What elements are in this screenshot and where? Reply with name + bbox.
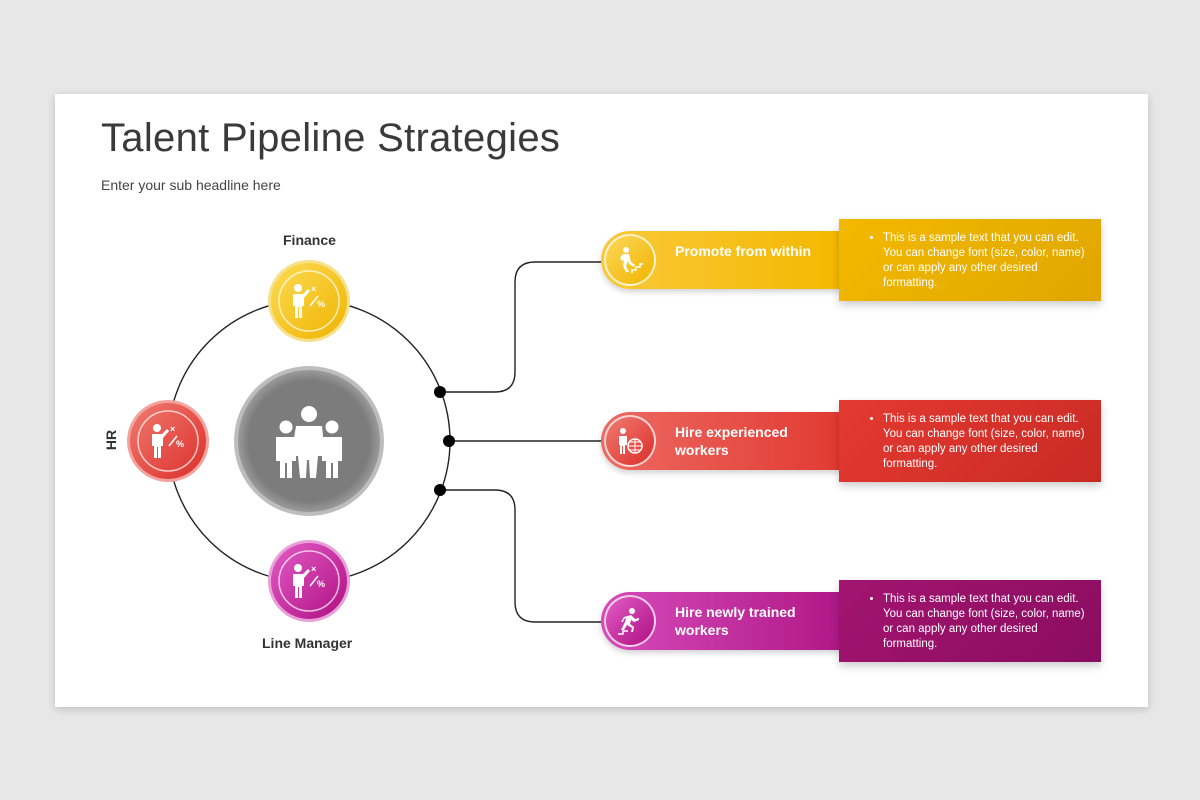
connector-dot-1	[434, 386, 446, 398]
strategy-pill-experienced: Hire experienced workers	[601, 412, 841, 470]
strategy-icon-circle	[604, 595, 656, 647]
hr-node: × %	[127, 400, 209, 482]
svg-text:%: %	[317, 299, 325, 309]
strategy-description-box: This is a sample text that you can edit.…	[839, 580, 1101, 662]
strategy-title: Hire experienced workers	[675, 424, 788, 458]
strategy-pill-newly-trained: Hire newly trained workers	[601, 592, 841, 650]
strategy-description: This is a sample text that you can edit.…	[883, 231, 1093, 291]
node-label-finance: Finance	[283, 232, 336, 248]
node-label-hr: HR	[103, 429, 120, 451]
connector-dot-3	[434, 484, 446, 496]
presenter-strategy-icon: × %	[293, 284, 325, 318]
svg-text:%: %	[317, 579, 325, 589]
slide: Talent Pipeline Strategies Enter your su…	[55, 94, 1148, 707]
connector-dot-2	[443, 435, 455, 447]
finance-node: × %	[268, 260, 350, 342]
strategy-title: Promote from within	[675, 243, 812, 259]
strategy-description: This is a sample text that you can edit.…	[883, 412, 1093, 472]
page-subtitle: Enter your sub headline here	[101, 177, 281, 193]
presenter-strategy-icon: × %	[152, 424, 184, 458]
svg-text:×: ×	[311, 564, 316, 574]
presenter-strategy-icon: × %	[293, 564, 325, 598]
line-manager-node: × %	[268, 540, 350, 622]
strategy-title: Hire newly trained workers	[675, 604, 796, 638]
svg-text:×: ×	[170, 424, 175, 434]
globe-worker-icon	[619, 428, 643, 454]
strategy-description: This is a sample text that you can edit.…	[883, 592, 1093, 652]
svg-text:×: ×	[311, 284, 316, 294]
runner-steps-icon	[618, 608, 639, 635]
connector-line-3	[440, 489, 615, 623]
connector-line-1	[440, 261, 615, 393]
strategy-description-box: This is a sample text that you can edit.…	[839, 219, 1101, 301]
node-label-line-manager: Line Manager	[262, 635, 353, 651]
strategy-pill-promote: Promote from within	[601, 231, 841, 289]
team-group-icon	[276, 406, 342, 478]
strategy-icon-circle	[604, 234, 656, 286]
svg-text:%: %	[176, 439, 184, 449]
strategy-description-box: This is a sample text that you can edit.…	[839, 400, 1101, 482]
page-title: Talent Pipeline Strategies	[101, 116, 561, 160]
connector-diagram: × % × % ×	[127, 260, 615, 623]
climbing-stairs-icon	[620, 247, 643, 273]
strategy-icon-circle	[604, 415, 656, 467]
